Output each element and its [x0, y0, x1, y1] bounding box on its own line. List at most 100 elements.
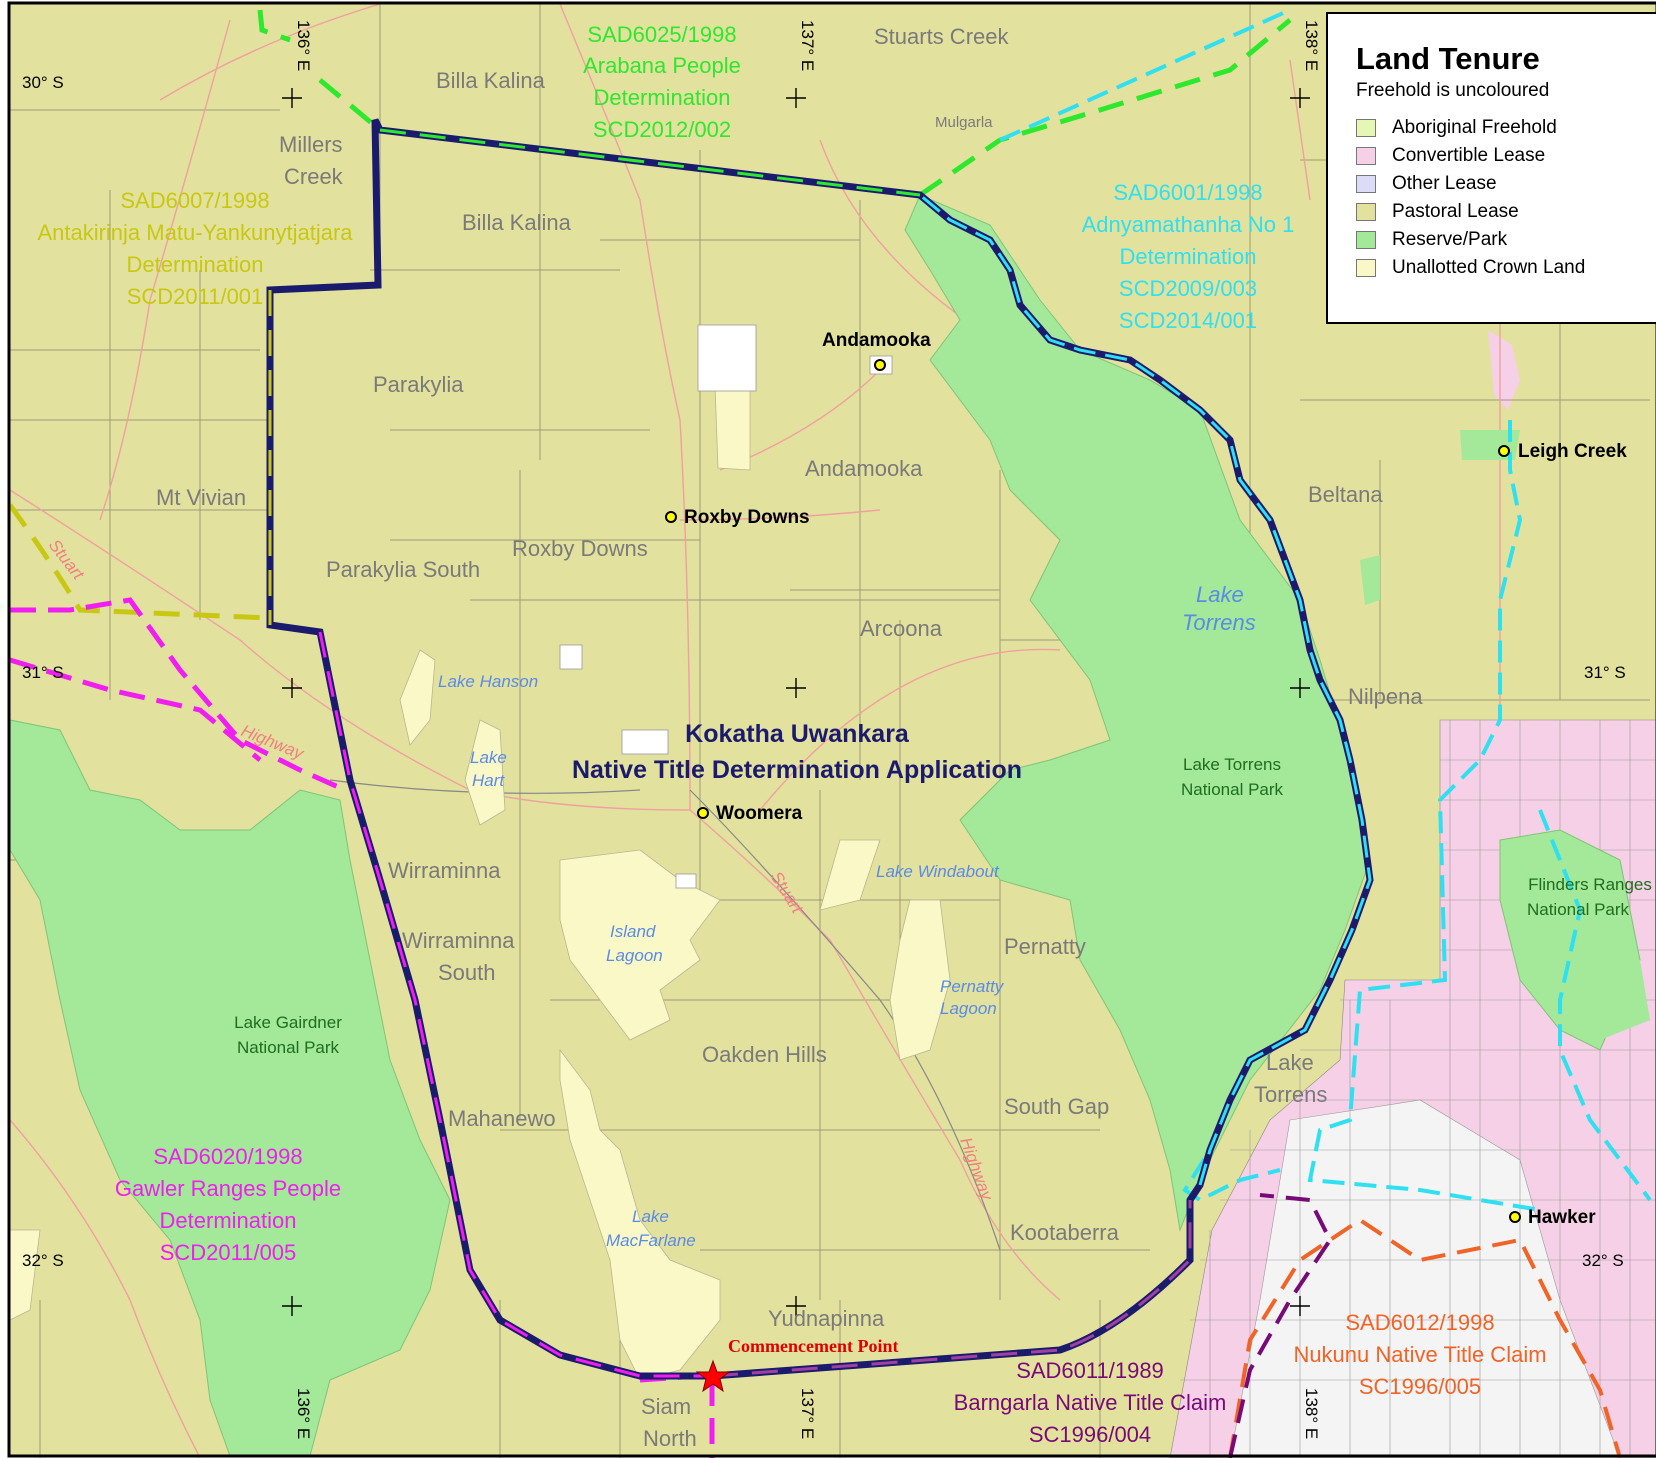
town-label: Hawker: [1528, 1207, 1596, 1228]
park-label: Lake Gairdner: [234, 1013, 342, 1032]
barngarla-boundary: [1228, 1193, 1333, 1458]
map-frame: [7, 1, 1656, 1458]
station-label: Andamooka: [805, 456, 923, 481]
legend-item-label: Aboriginal Freehold: [1392, 117, 1557, 138]
svg-text:Determination: Determination: [160, 1208, 297, 1233]
lat-label: 32° S: [1582, 1251, 1624, 1270]
station-label: Wirraminna: [402, 928, 515, 953]
station-label: South: [438, 960, 496, 985]
kokatha-boundary-green-dash: [379, 128, 921, 197]
lon-label: 136° E: [294, 20, 313, 71]
station-label: Nilpena: [1348, 684, 1423, 709]
svg-text:SCD2014/001: SCD2014/001: [1119, 308, 1257, 333]
claim-label-adnyamathanha: SAD6001/1998 Adnyamathanha No 1 Determin…: [1082, 180, 1295, 333]
town-label: Andamooka: [822, 330, 931, 351]
claim-label-barngarla: SAD6011/1989 Barngarla Native Title Clai…: [954, 1358, 1227, 1447]
claim-label-antakirinja: SAD6007/1998 Antakirinja Matu-Yankunytja…: [37, 188, 353, 309]
commencement-star-icon: [695, 1359, 731, 1393]
station-label: Mahanewo: [448, 1106, 556, 1131]
convertible-lease-north: [1488, 330, 1520, 410]
station-label: Roxby Downs: [512, 536, 648, 561]
svg-text:SAD6025/1998: SAD6025/1998: [587, 22, 736, 47]
park-label: National Park: [1181, 780, 1284, 799]
svg-text:Antakirinja Matu-Yankunytjatja: Antakirinja Matu-Yankunytjatjara: [37, 220, 353, 245]
legend-item: Other Lease: [1356, 170, 1644, 198]
nukunu-boundary: [1228, 1217, 1622, 1458]
svg-text:Determination: Determination: [1120, 244, 1257, 269]
lake-label: Lake: [1196, 582, 1244, 607]
legend-item-label: Other Lease: [1392, 173, 1497, 194]
station-label: Parakylia: [373, 372, 464, 397]
kokatha-boundary-magenta-dash: [318, 631, 712, 1378]
lon-label: 138° E: [1302, 1388, 1321, 1439]
station-label: Billa Kalina: [436, 68, 546, 93]
lake-gairdner-park: [9, 719, 451, 1457]
graticule-crosses: [282, 88, 1310, 1316]
station-label: South Gap: [1004, 1094, 1109, 1119]
svg-text:SCD2012/002: SCD2012/002: [593, 117, 731, 142]
town-markers: [665, 359, 1521, 1223]
lake-label: Lake Windabout: [876, 862, 1000, 881]
lat-label: 32° S: [22, 1251, 64, 1270]
legend-item: Convertible Lease: [1356, 142, 1644, 170]
freehold-area: [1229, 1099, 1621, 1458]
station-label: Arcoona: [860, 616, 943, 641]
station-label: Pernatty: [1004, 934, 1086, 959]
svg-text:SCD2009/003: SCD2009/003: [1119, 276, 1257, 301]
svg-text:SAD6007/1998: SAD6007/1998: [120, 188, 269, 213]
svg-text:SAD6011/1989: SAD6011/1989: [1016, 1358, 1164, 1383]
legend-swatch: [1356, 203, 1376, 221]
station-label: North: [643, 1426, 697, 1451]
legend-swatch: [1356, 119, 1376, 137]
station-label: Torrens: [1254, 1082, 1327, 1107]
station-label: Billa Kalina: [462, 210, 572, 235]
svg-text:SAD6020/1998: SAD6020/1998: [153, 1144, 302, 1169]
station-label: Mt Vivian: [156, 485, 246, 510]
lon-label: 137° E: [798, 1388, 817, 1439]
park-label: Lake Torrens: [1183, 755, 1281, 774]
legend-title: Land Tenure: [1356, 41, 1540, 76]
lon-label: 136° E: [294, 1388, 313, 1439]
town-label: Roxby Downs: [684, 507, 810, 528]
legend-panel: Land Tenure Freehold is uncoloured Abori…: [1326, 12, 1656, 324]
lat-label: 30° S: [22, 73, 64, 92]
lake-torrens-park: [904, 194, 1371, 1232]
station-label: Wirraminna: [388, 858, 501, 883]
lake-label: Lake: [632, 1207, 669, 1226]
svg-text:Nukunu Native Title Claim: Nukunu Native Title Claim: [1293, 1342, 1546, 1367]
park-label: Flinders Ranges: [1528, 875, 1652, 894]
town-label: Leigh Creek: [1518, 441, 1627, 462]
claim-title-line1: Kokatha Uwankara: [685, 720, 910, 748]
reserve-patch: [1360, 555, 1380, 605]
legend-subtitle: Freehold is uncoloured: [1356, 80, 1550, 101]
legend-swatch: [1356, 259, 1376, 277]
svg-text:Determination: Determination: [594, 85, 731, 110]
legend-item-label: Convertible Lease: [1392, 145, 1546, 166]
station-label: Parakylia South: [326, 557, 480, 582]
claim-label-gawler: SAD6020/1998 Gawler Ranges People Determ…: [115, 1144, 341, 1265]
freehold-blocks: [559, 324, 893, 889]
station-label: Beltana: [1308, 482, 1383, 507]
park-label: National Park: [237, 1038, 340, 1057]
lake-label: Lagoon: [940, 999, 997, 1018]
lake-label: Lagoon: [606, 946, 663, 965]
lat-label: 31° S: [1584, 663, 1626, 682]
unallotted-crown-land: [9, 384, 951, 1381]
claim-title-line2: Native Title Determination Application: [572, 756, 1022, 784]
claim-label-arabana: SAD6025/1998 Arabana People Determinatio…: [583, 22, 741, 142]
svg-text:SAD6001/1998: SAD6001/1998: [1113, 180, 1262, 205]
svg-text:Arabana People: Arabana People: [583, 53, 741, 78]
legend-swatch: [1356, 231, 1376, 249]
kokatha-boundary-cyan-dash: [919, 193, 1372, 1186]
legend-item-label: Reserve/Park: [1392, 229, 1508, 250]
legend-swatch: [1356, 147, 1376, 165]
svg-text:Determination: Determination: [127, 252, 264, 277]
station-label: Oakden Hills: [702, 1042, 827, 1067]
legend-item: Aboriginal Freehold: [1356, 114, 1644, 142]
claim-label-nukunu: SAD6012/1998 Nukunu Native Title Claim S…: [1293, 1310, 1546, 1399]
legend-item-label: Unallotted Crown Land: [1392, 257, 1586, 278]
legend-item-label: Pastoral Lease: [1392, 201, 1519, 222]
lake-label: Island: [610, 922, 656, 941]
legend-item: Unallotted Crown Land: [1356, 254, 1644, 282]
legend-item: Pastoral Lease: [1356, 198, 1644, 226]
